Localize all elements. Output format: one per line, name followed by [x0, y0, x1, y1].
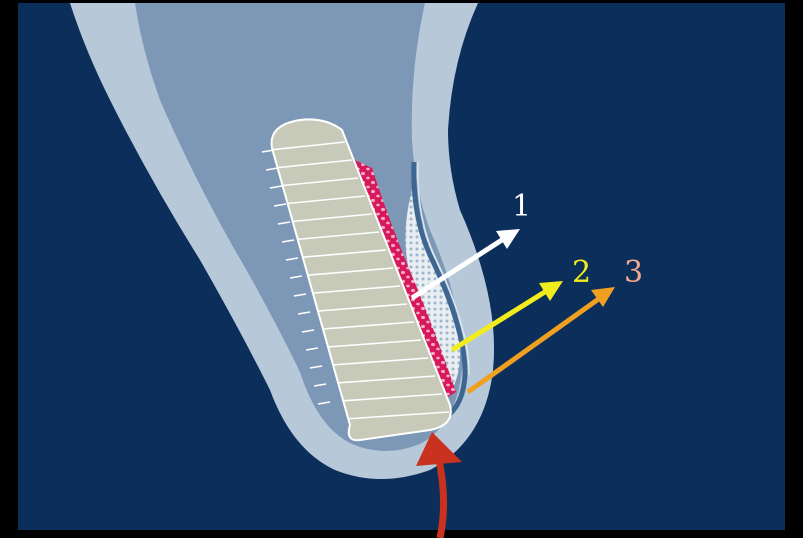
label-1: 1 [512, 189, 531, 224]
label-2: 2 [572, 255, 591, 290]
label-3: 3 [624, 255, 643, 290]
